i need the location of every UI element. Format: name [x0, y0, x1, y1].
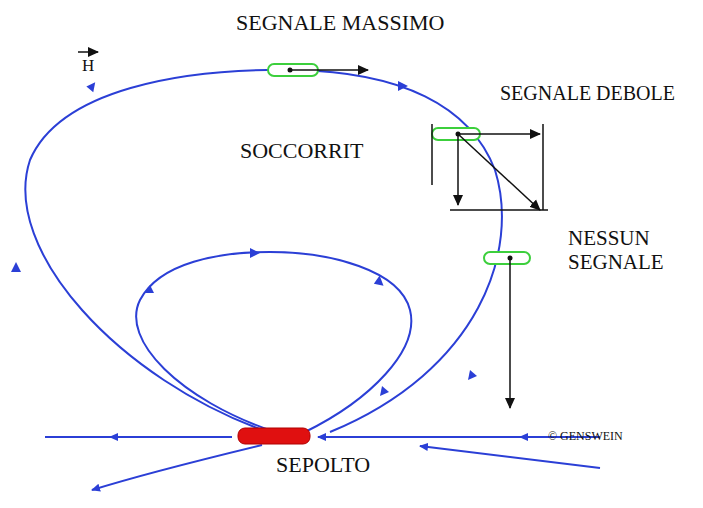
field-line	[92, 445, 262, 490]
direction-arrow	[398, 81, 408, 91]
field-line	[110, 436, 150, 438]
direction-arrow	[250, 248, 260, 258]
field-line	[136, 252, 411, 432]
field-line	[45, 436, 232, 438]
signal-label: SEGNALE DEBOLE	[500, 82, 675, 105]
transmitter-symbol	[238, 428, 310, 444]
signal-label: NESSUN SEGNALE	[568, 226, 693, 274]
vector-arrow	[509, 258, 511, 408]
signal-label: SEGNALE MASSIMO	[236, 10, 444, 35]
vector-arrow	[78, 51, 98, 53]
direction-arrow	[86, 80, 99, 93]
direction-arrow	[145, 285, 154, 293]
copyright-note: © GENSWEIN	[548, 430, 623, 444]
direction-arrow	[374, 276, 387, 289]
vector-arrow	[290, 69, 368, 71]
vector-label: H	[82, 56, 94, 76]
direction-arrow	[468, 370, 477, 380]
receiver-symbol	[484, 252, 530, 264]
field-line	[420, 446, 600, 468]
rescuer-label: SOCCORRIT	[240, 138, 363, 163]
buried-label: SEPOLTO	[276, 452, 370, 477]
direction-arrow	[380, 386, 389, 396]
field-line	[25, 70, 502, 432]
direction-arrow	[11, 262, 21, 272]
